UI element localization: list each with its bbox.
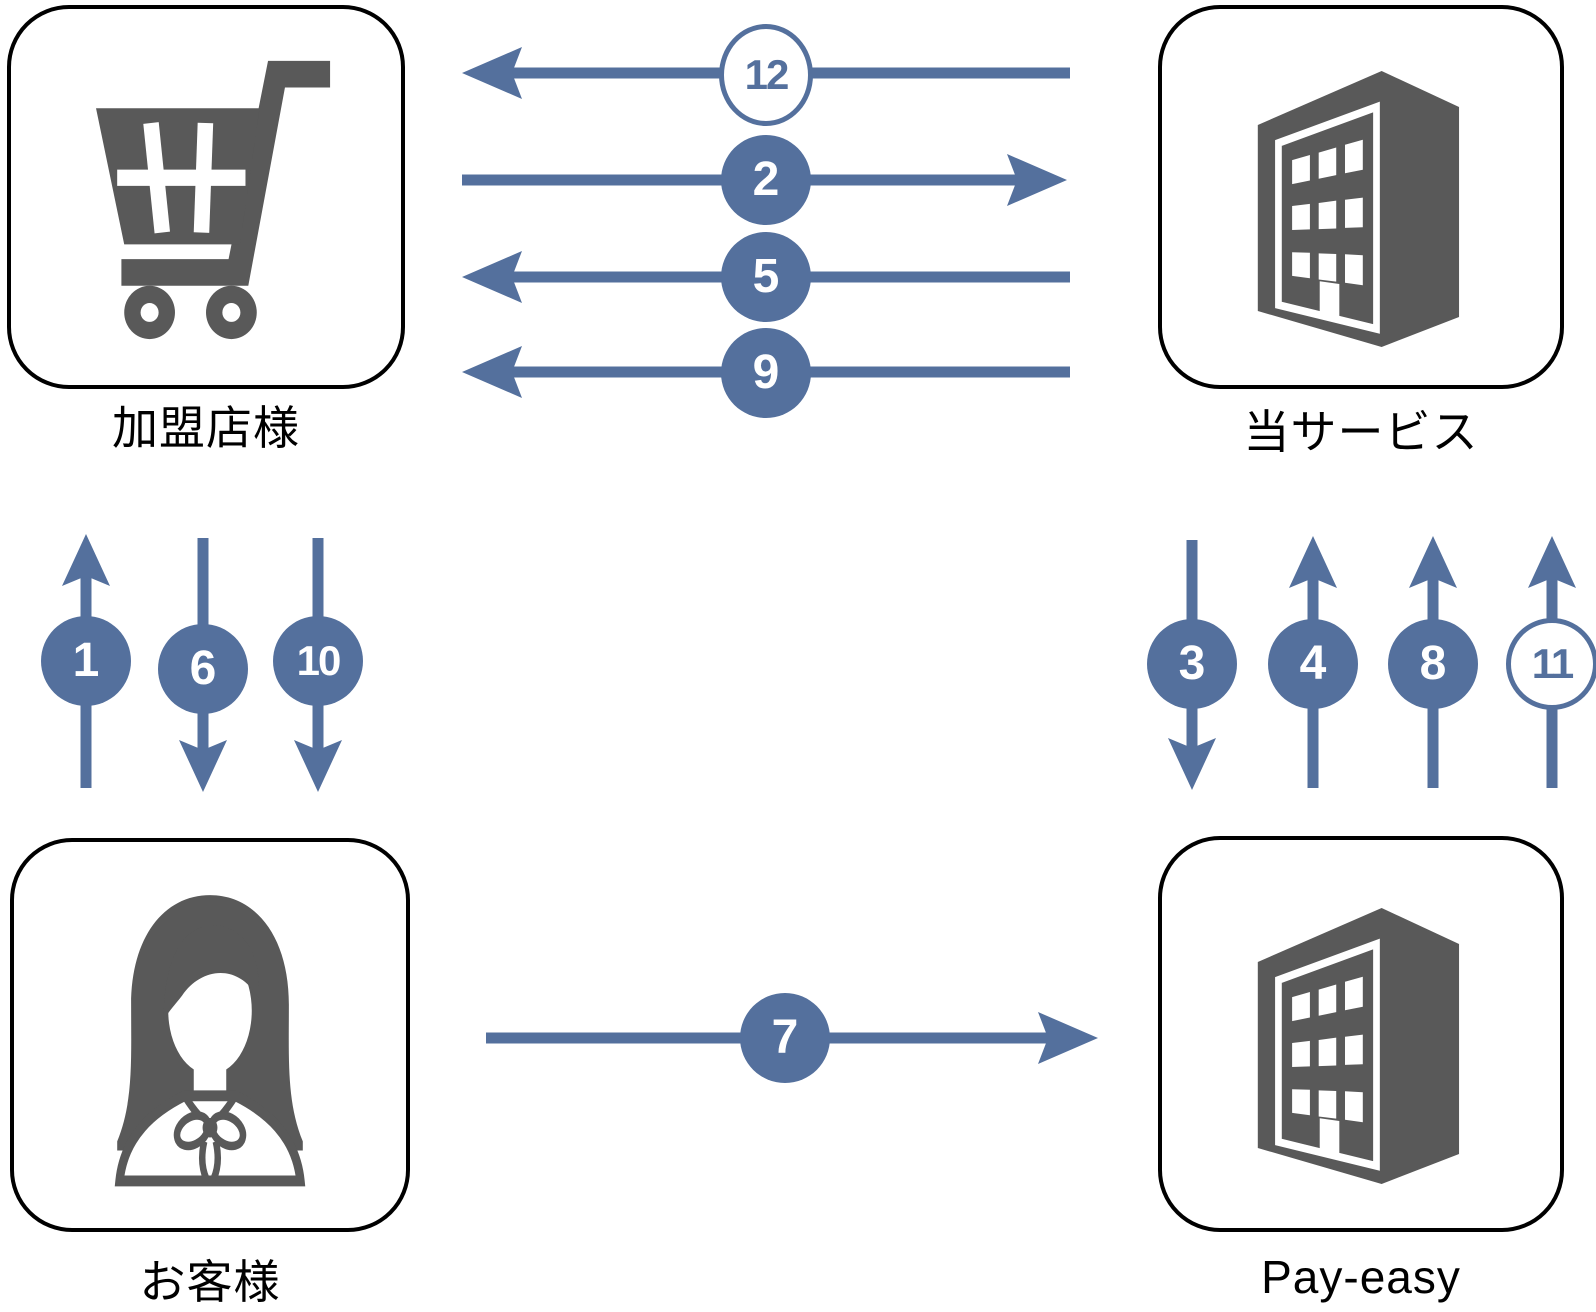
step-badge-4: 4 [1268,619,1358,709]
service-label: 当サービス [1243,406,1479,458]
step-badge-12: 12 [719,24,813,126]
step-badge-7: 7 [740,993,830,1083]
step-badge-6: 6 [158,624,248,714]
step-badge-2: 2 [721,135,811,225]
service-box [1158,5,1564,389]
office-building-icon [1257,71,1460,347]
merchant-label: 加盟店様 [112,402,300,454]
office-building-icon [1257,908,1460,1184]
step-badge-9: 9 [721,328,811,418]
step-badge-1: 1 [41,616,131,706]
step-badge-5: 5 [721,232,811,322]
step-badge-3: 3 [1147,619,1237,709]
customer-box [10,838,410,1232]
payeasy-box [1158,836,1564,1232]
woman-icon [114,895,306,1187]
customer-label: お客様 [139,1256,281,1308]
shopping-cart-icon [96,60,331,340]
step-badge-11: 11 [1506,618,1596,710]
step-badge-8: 8 [1388,619,1478,709]
step-badge-10: 10 [273,616,363,706]
payeasy-label: Pay-easy [1261,1251,1461,1303]
merchant-box [7,5,405,389]
